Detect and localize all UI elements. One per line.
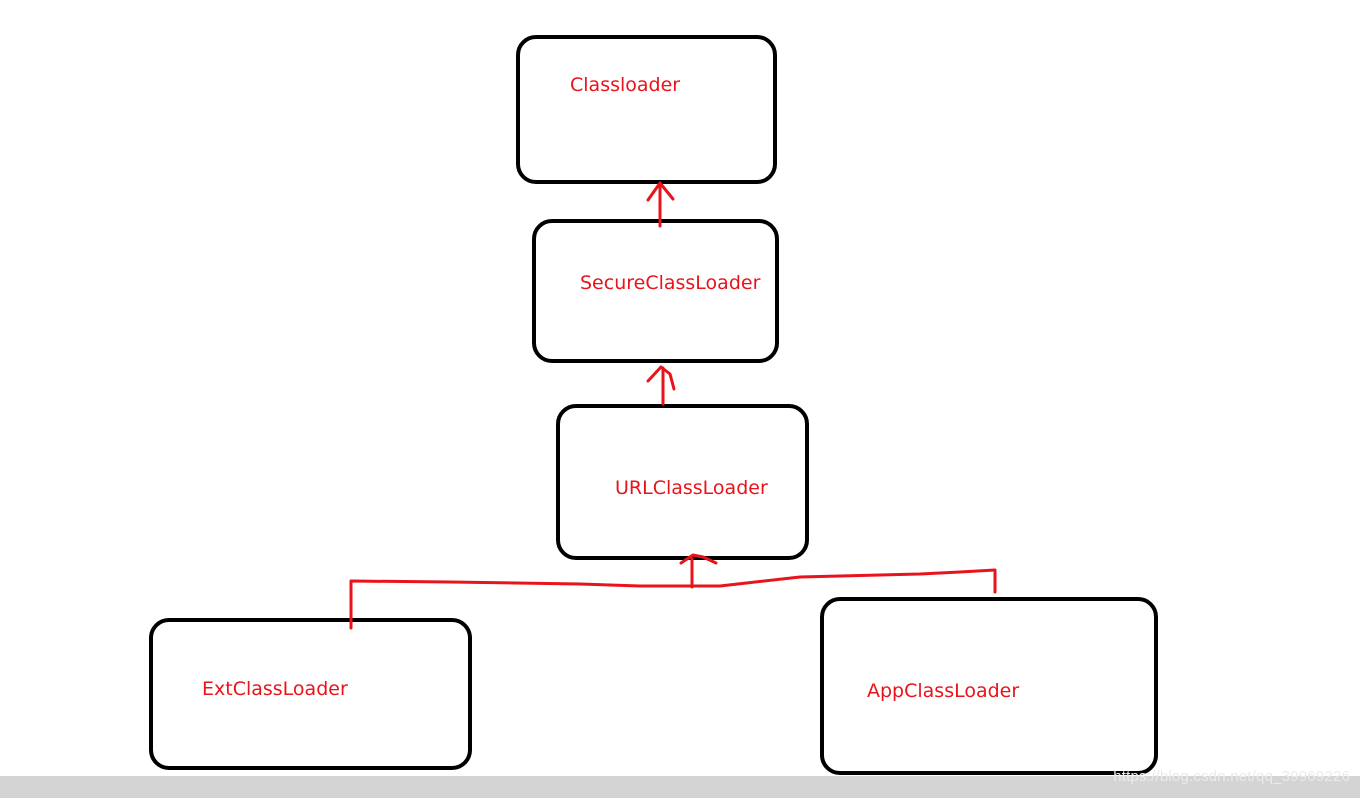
node-secure-classloader: SecureClassLoader xyxy=(532,219,779,363)
edge-url-to-secure xyxy=(646,365,676,406)
node-app-classloader-box xyxy=(820,597,1158,775)
node-secure-classloader-box xyxy=(532,219,779,363)
arrowhead-icon xyxy=(646,181,675,202)
arrowhead-icon xyxy=(646,365,676,391)
node-ext-classloader: ExtClassLoader xyxy=(149,618,472,770)
edge-secure-to-classloader xyxy=(646,181,675,228)
node-url-classloader-label: URLClassLoader xyxy=(615,477,768,499)
node-app-classloader-label: AppClassLoader xyxy=(867,680,1019,702)
node-secure-classloader-label: SecureClassLoader xyxy=(580,272,761,294)
node-url-classloader-box xyxy=(556,404,809,560)
node-ext-classloader-box xyxy=(149,618,472,770)
node-ext-classloader-label: ExtClassLoader xyxy=(202,678,348,700)
arrowhead-icon xyxy=(679,553,718,565)
edge-branch-line xyxy=(349,568,997,630)
watermark: https://blog.csdn.net/qq_39969226 xyxy=(1113,768,1350,785)
node-classloader: Classloader xyxy=(516,35,777,184)
node-classloader-box xyxy=(516,35,777,184)
node-classloader-label: Classloader xyxy=(570,74,680,96)
bottom-strip xyxy=(0,776,1360,798)
node-app-classloader: AppClassLoader xyxy=(820,597,1158,775)
node-url-classloader: URLClassLoader xyxy=(556,404,809,560)
edge-loaders-to-url xyxy=(349,553,997,630)
